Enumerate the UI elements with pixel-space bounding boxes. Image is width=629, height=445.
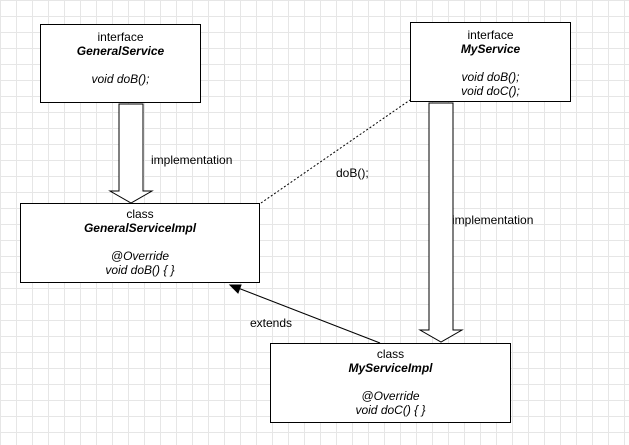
my-service-name: MyService (460, 42, 521, 56)
general-service-name: GeneralService (76, 44, 165, 58)
implementation-arrow-right (418, 102, 464, 343)
implementation-arrow-left (108, 103, 154, 204)
general-service-impl-member: void doB() { } (105, 263, 175, 277)
my-service-impl-name: MyServiceImpl (348, 361, 433, 375)
spacer (271, 375, 510, 389)
my-service-impl-box[interactable]: class MyServiceImpl @Override void doC()… (270, 343, 511, 423)
my-service-member-dob: void doB(); (461, 70, 520, 84)
general-service-impl-name: GeneralServiceImpl (83, 221, 197, 235)
my-service-impl-stereotype: class (376, 347, 405, 361)
general-service-member: void doB(); (91, 72, 150, 86)
spacer (21, 235, 259, 249)
general-service-stereotype: interface (97, 30, 144, 44)
dependency-label: doB(); (336, 166, 369, 180)
extends-label: extends (250, 316, 293, 330)
dependency-dotted-line (260, 99, 411, 204)
general-service-impl-stereotype: class (126, 207, 154, 221)
my-service-box[interactable]: interface MyService void doB(); void doC… (410, 22, 571, 102)
extends-arrow-line (237, 287, 381, 344)
general-service-box[interactable]: interface GeneralService void doB(); (40, 24, 201, 103)
general-service-impl-annotation: @Override (110, 249, 170, 263)
my-service-stereotype: interface (467, 28, 514, 42)
my-service-impl-annotation: @Override (361, 389, 420, 403)
spacer (411, 56, 570, 70)
implementation-label-right: implementation (452, 213, 534, 227)
my-service-member-doc: void doC(); (461, 84, 520, 98)
implementation-label-left: implementation (151, 153, 233, 167)
spacer (41, 58, 200, 72)
extends-arrowhead (228, 284, 242, 294)
general-service-impl-box[interactable]: class GeneralServiceImpl @Override void … (20, 203, 260, 283)
my-service-impl-member: void doC() { } (355, 403, 426, 417)
